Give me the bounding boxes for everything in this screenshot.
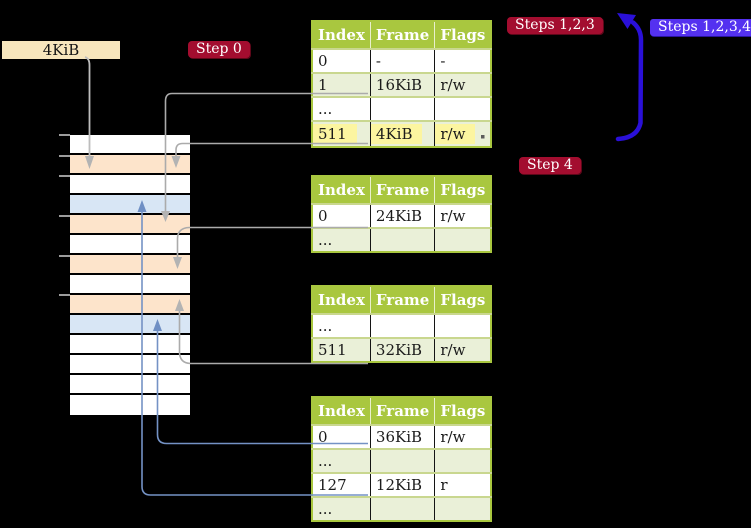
- memory-row: [70, 315, 190, 335]
- table-cell: r/w: [434, 203, 492, 228]
- memory-row: [70, 135, 190, 155]
- header-cell: Frame: [370, 397, 436, 425]
- frame-size-label: 4KiB: [2, 41, 120, 59]
- header-cell: Index: [312, 286, 371, 314]
- table-cell: 0: [312, 203, 371, 228]
- memory-row: [70, 215, 190, 235]
- table-cell: ...: [312, 96, 371, 121]
- memory-row: [70, 155, 190, 175]
- memory-row: [70, 295, 190, 315]
- highlight: 511: [313, 124, 357, 144]
- table-cell: [434, 227, 492, 252]
- table-cell: [370, 313, 436, 338]
- table-cell: [434, 496, 492, 521]
- memory-tick: [59, 255, 70, 257]
- page-table-3: Index Frame Flags ... 511 32KiB r/w: [311, 285, 493, 363]
- table-header-row: Index Frame Flags: [312, 397, 492, 425]
- header-cell: Frame: [370, 21, 436, 49]
- table-header-row: Index Frame Flags: [312, 21, 492, 49]
- table-cell: [434, 313, 492, 338]
- table-cell: -: [434, 48, 492, 73]
- table-cell: 0: [312, 48, 371, 73]
- memory-row: [70, 335, 190, 355]
- header-cell: Flags: [434, 397, 492, 425]
- table-cell: 24KiB: [370, 203, 436, 228]
- header-cell: Flags: [434, 286, 492, 314]
- table-row: ...: [312, 496, 492, 521]
- memory-row: [70, 255, 190, 275]
- table-cell: 16KiB: [370, 72, 436, 97]
- table-cell: ...: [312, 448, 371, 473]
- table-cell: [370, 96, 436, 121]
- memory-tick: [59, 155, 70, 157]
- table-row: 0 24KiB r/w: [312, 203, 492, 228]
- table-cell: r: [434, 472, 492, 497]
- highlight: r/w: [435, 124, 476, 144]
- memory-tick: [59, 134, 70, 136]
- header-cell: Frame: [370, 286, 436, 314]
- table-cell: ...: [312, 313, 371, 338]
- table-header-row: Index Frame Flags: [312, 286, 492, 314]
- table-cell: [434, 96, 492, 121]
- table-row: ...: [312, 448, 492, 473]
- table-row: 511 32KiB r/w: [312, 337, 492, 362]
- table-cell: [370, 448, 436, 473]
- table-cell: 32KiB: [370, 337, 436, 362]
- header-cell: Index: [312, 397, 371, 425]
- table-cell: r/w: [434, 120, 492, 147]
- memory-tick: [59, 215, 70, 217]
- memory-row: [70, 375, 190, 395]
- table-row: 1 16KiB r/w: [312, 72, 492, 97]
- memory-row: [70, 195, 190, 215]
- table-row-highlighted: 511 4KiB r/w: [312, 120, 492, 147]
- table-cell: [434, 448, 492, 473]
- header-cell: Index: [312, 176, 371, 204]
- memory-tick: [59, 175, 70, 177]
- table-row: ...: [312, 96, 492, 121]
- badge-step-4: Step 4: [519, 157, 581, 174]
- table-row: ...: [312, 313, 492, 338]
- table-cell: 0: [312, 424, 371, 449]
- badge-step-0: Step 0: [188, 41, 250, 58]
- table-cell: ...: [312, 227, 371, 252]
- table-cell: 12KiB: [370, 472, 436, 497]
- memory-row: [70, 175, 190, 195]
- table-row: 0 - -: [312, 48, 492, 73]
- table-cell: 511: [312, 120, 371, 147]
- table-cell: [370, 227, 436, 252]
- memory-row: [70, 275, 190, 295]
- table-cell: [370, 496, 436, 521]
- table-cell: r/w: [434, 72, 492, 97]
- table-row: ...: [312, 227, 492, 252]
- table-cell: r/w: [434, 424, 492, 449]
- badge-steps-1-2-3-4: Steps 1,2,3,4: [650, 19, 751, 36]
- page-table-2: Index Frame Flags 0 24KiB r/w ...: [311, 175, 493, 253]
- highlight: 4KiB: [370, 124, 423, 144]
- header-cell: Frame: [370, 176, 436, 204]
- page-table-4: Index Frame Flags 0 36KiB r/w ... 127 12…: [311, 396, 493, 522]
- badge-steps-1-2-3: Steps 1,2,3: [507, 17, 603, 34]
- table-header-row: Index Frame Flags: [312, 176, 492, 204]
- table-row: 127 12KiB r: [312, 472, 492, 497]
- table-cell: 1: [312, 72, 371, 97]
- table-cell: -: [370, 48, 436, 73]
- header-cell: Flags: [434, 21, 492, 49]
- header-cell: Flags: [434, 176, 492, 204]
- memory-row: [70, 235, 190, 255]
- page-table-1: Index Frame Flags 0 - - 1 16KiB r/w ... …: [311, 20, 493, 148]
- table-cell: 36KiB: [370, 424, 436, 449]
- table-cell: 4KiB: [370, 120, 436, 147]
- arrow-steps-shortcut: [615, 20, 644, 142]
- header-cell: Index: [312, 21, 371, 49]
- arrowhead: [617, 13, 636, 29]
- table-cell: r/w: [434, 337, 492, 362]
- memory-tick: [59, 294, 70, 296]
- table-row: 0 36KiB r/w: [312, 424, 492, 449]
- memory-column: [70, 135, 190, 415]
- table-cell: 127: [312, 472, 371, 497]
- table-cell: ...: [312, 496, 371, 521]
- memory-row: [70, 395, 190, 415]
- memory-row: [70, 355, 190, 375]
- table-cell: 511: [312, 337, 371, 362]
